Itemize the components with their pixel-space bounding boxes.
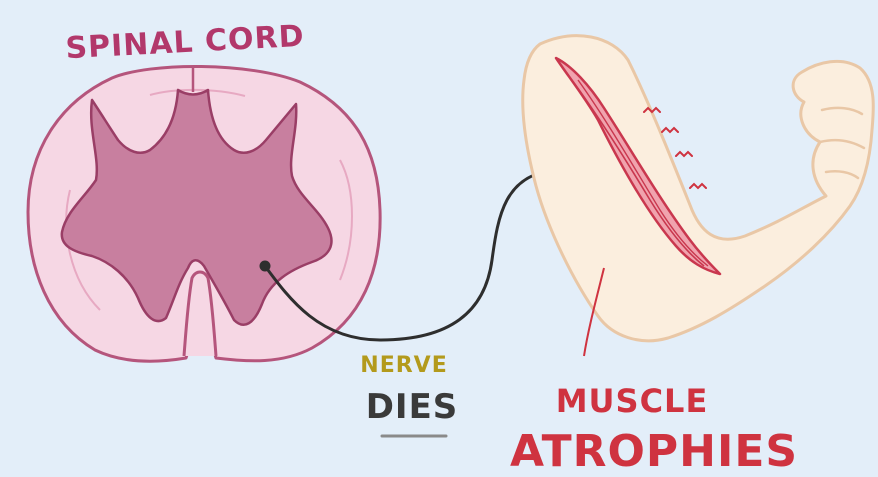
nerve-label: NERVE [360,353,447,378]
flexed-arm [523,36,874,356]
atrophies-label: ATROPHIES [510,426,798,477]
spinal-cord-label: SPINAL CORD [65,19,306,66]
muscle-label: MUSCLE [556,382,709,420]
dies-label: DIES [366,387,459,427]
spinal-cord-cross-section [28,66,380,361]
